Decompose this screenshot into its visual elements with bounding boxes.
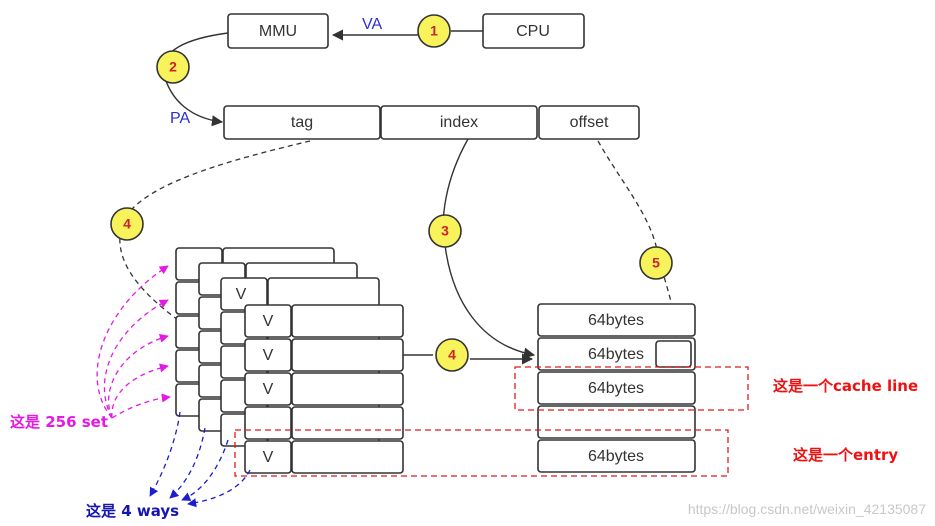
offset-label: offset — [570, 114, 609, 131]
data-line: 64bytes — [537, 303, 696, 337]
cache-line-annotation: 这是一个cache line — [773, 377, 918, 395]
valid-bit-label: V — [236, 286, 247, 303]
tag-entry-row — [244, 406, 404, 440]
data-line-box — [537, 439, 696, 473]
set-arrows — [96, 265, 171, 419]
valid-bit-label: V — [263, 449, 274, 466]
pa-tag-field: tag — [223, 105, 381, 140]
entry-highlight — [234, 429, 729, 477]
step-5-text: 5 — [652, 255, 660, 271]
step-5-badge: 5 — [639, 246, 673, 280]
step-4-text-tag: 4 — [123, 216, 131, 232]
tag-entry-row: V — [244, 304, 404, 338]
tag-entry-row: V — [220, 277, 380, 311]
step-2-badge: 2 — [156, 50, 190, 84]
pa-index-field: index — [380, 105, 538, 140]
data-line-label: 64bytes — [588, 346, 644, 363]
data-line-box — [537, 371, 696, 405]
valid-bit-cell — [220, 277, 268, 311]
tag-cell — [291, 372, 404, 406]
data-line: 64bytes — [537, 371, 696, 405]
data-array: 64bytes 64bytes 64bytes 64bytes — [537, 303, 696, 473]
cpu-node: CPU — [482, 13, 585, 49]
tag-compare-arrow — [119, 140, 311, 358]
index-label: index — [440, 114, 478, 131]
tag-cell — [291, 406, 404, 440]
valid-bit-cell — [244, 372, 292, 406]
step-2-text: 2 — [169, 59, 177, 75]
mmu-label: MMU — [259, 23, 297, 40]
pa-label: PA — [170, 110, 190, 127]
tag-entry-row: V — [244, 338, 404, 372]
step-3-text: 3 — [441, 223, 449, 239]
valid-bit-cell — [244, 304, 292, 338]
step-4-badge-hit: 4 — [435, 338, 469, 372]
step-1-badge: 1 — [417, 14, 451, 48]
data-line — [537, 405, 696, 439]
tag-entry-row: V — [244, 372, 404, 406]
cpu-label: CPU — [516, 23, 550, 40]
ways-annotation: 这是 4 ways — [86, 502, 179, 520]
entry-annotation: 这是一个entry — [793, 446, 898, 464]
pa-offset-field: offset — [538, 105, 640, 140]
index-to-line-arrow — [442, 138, 536, 359]
sets-annotation: 这是 256 set — [10, 413, 108, 431]
valid-bit-label: V — [263, 313, 274, 330]
data-line-box — [537, 405, 696, 439]
byte-selector — [655, 340, 692, 368]
data-line-label: 64bytes — [588, 448, 644, 465]
va-label: VA — [362, 16, 382, 33]
mmu-node: MMU — [227, 13, 329, 49]
valid-bit-cell — [244, 406, 292, 440]
valid-bit-label: V — [263, 381, 274, 398]
tag-cell — [291, 338, 404, 372]
tag-entry-row: V — [244, 440, 404, 474]
data-line: 64bytes — [537, 439, 696, 473]
tag-cell — [291, 440, 404, 474]
data-line-box — [537, 303, 696, 337]
step-4-text-hit: 4 — [448, 347, 456, 363]
valid-bit-cell — [244, 338, 292, 372]
data-line-label: 64bytes — [588, 380, 644, 397]
step-3-badge: 3 — [428, 214, 462, 248]
tag-cell — [291, 304, 404, 338]
data-line-label: 64bytes — [588, 312, 644, 329]
valid-bit-cell — [244, 440, 292, 474]
step-1-text: 1 — [430, 23, 438, 39]
valid-bit-label: V — [263, 347, 274, 364]
watermark: https://blog.csdn.net/weixin_42135087 — [688, 501, 926, 517]
step-4-badge-tag: 4 — [110, 207, 144, 241]
tag-label: tag — [291, 114, 313, 131]
way-arrows — [149, 411, 251, 508]
cache-line-highlight — [514, 366, 749, 411]
